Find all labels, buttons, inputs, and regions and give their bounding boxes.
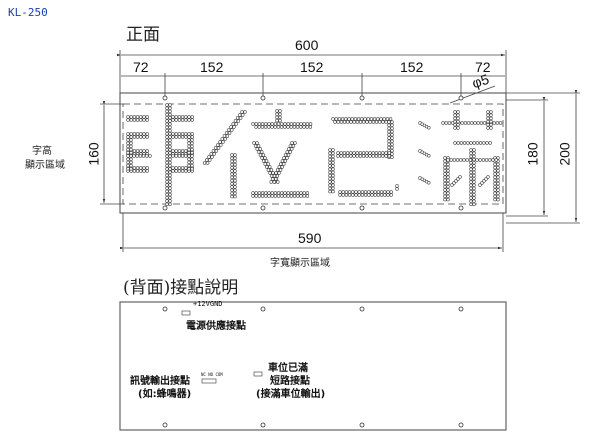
dim-seg-5: 72 [475,59,491,75]
dim-total-width: 600 [295,37,319,53]
power-label: 電源供應接點 [186,321,246,332]
signal-label-1: 訊號輸出接點 [130,376,190,387]
model-label: KL-250 [8,6,48,19]
dim-seg-1: 72 [133,59,149,75]
signal-label-2: (如:蜂鳴器) [138,389,192,400]
full-label-3: (接滿車位輸出) [256,389,326,400]
power-terminal-label: +12VGND [193,300,223,308]
front-title: 正面 [126,25,160,45]
back-title: (背面)接點說明 [123,278,239,298]
signal-terminal-label: NC NO COM [201,372,223,377]
dim-seg-3: 152 [300,59,324,75]
char-width-label: 字寬顯示區域 [270,258,330,269]
full-label-2: 短路接點 [270,376,310,387]
dim-seg-4: 152 [400,59,424,75]
full-label-1: 車位已滿 [268,363,308,374]
dim-seg-2: 152 [200,59,224,75]
dim-char-height: 160 [85,142,102,166]
dim-total-height: 200 [556,142,573,166]
dim-inner-height: 180 [524,142,541,166]
char-height-label-1: 字高 [32,146,52,157]
dim-char-width: 590 [298,230,322,246]
char-height-label-2: 顯示區域 [25,160,65,171]
